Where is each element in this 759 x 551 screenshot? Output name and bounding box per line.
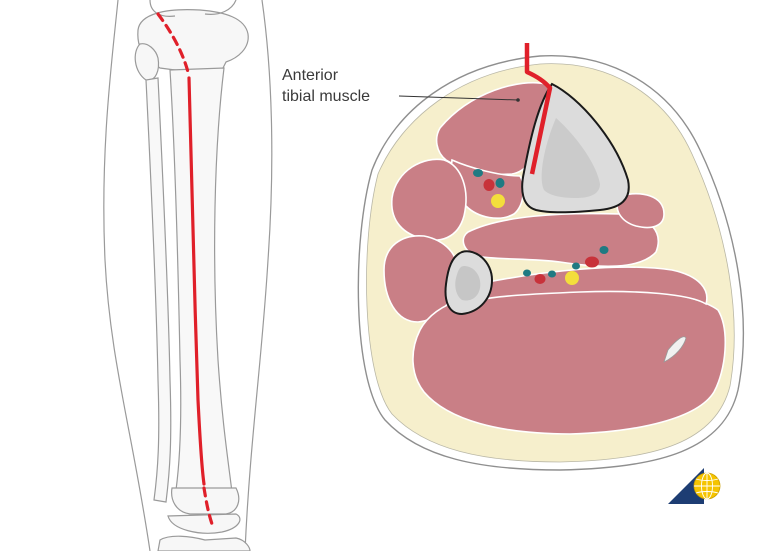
label-line-1: Anterior bbox=[282, 67, 339, 84]
posterior-tibial-artery bbox=[585, 257, 599, 268]
anterior-tibial-artery bbox=[484, 179, 495, 191]
deep-peroneal-nerve bbox=[491, 194, 505, 208]
fibula-shaft bbox=[146, 78, 171, 502]
label-line-2: tibial muscle bbox=[282, 88, 370, 105]
peroneal-vein bbox=[523, 270, 531, 277]
peroneal-vein-2 bbox=[548, 271, 556, 278]
posterior-tibial-vein bbox=[572, 263, 580, 270]
leg-skin-outline-right bbox=[245, 0, 272, 551]
talus-bone bbox=[168, 514, 240, 533]
cross-section-view bbox=[358, 43, 743, 470]
globe-triangle-logo-icon bbox=[668, 468, 720, 504]
leg-skin-outline-left bbox=[104, 0, 150, 551]
anterior-tibial-vein bbox=[473, 169, 483, 177]
peroneal-artery bbox=[535, 274, 546, 284]
tibial-nerve bbox=[565, 271, 579, 285]
label-leader-dot bbox=[516, 98, 520, 102]
anterior-tibial-vein-2 bbox=[496, 178, 505, 188]
foot-bones bbox=[158, 536, 250, 551]
posterior-tibial-vein-2 bbox=[600, 246, 609, 254]
